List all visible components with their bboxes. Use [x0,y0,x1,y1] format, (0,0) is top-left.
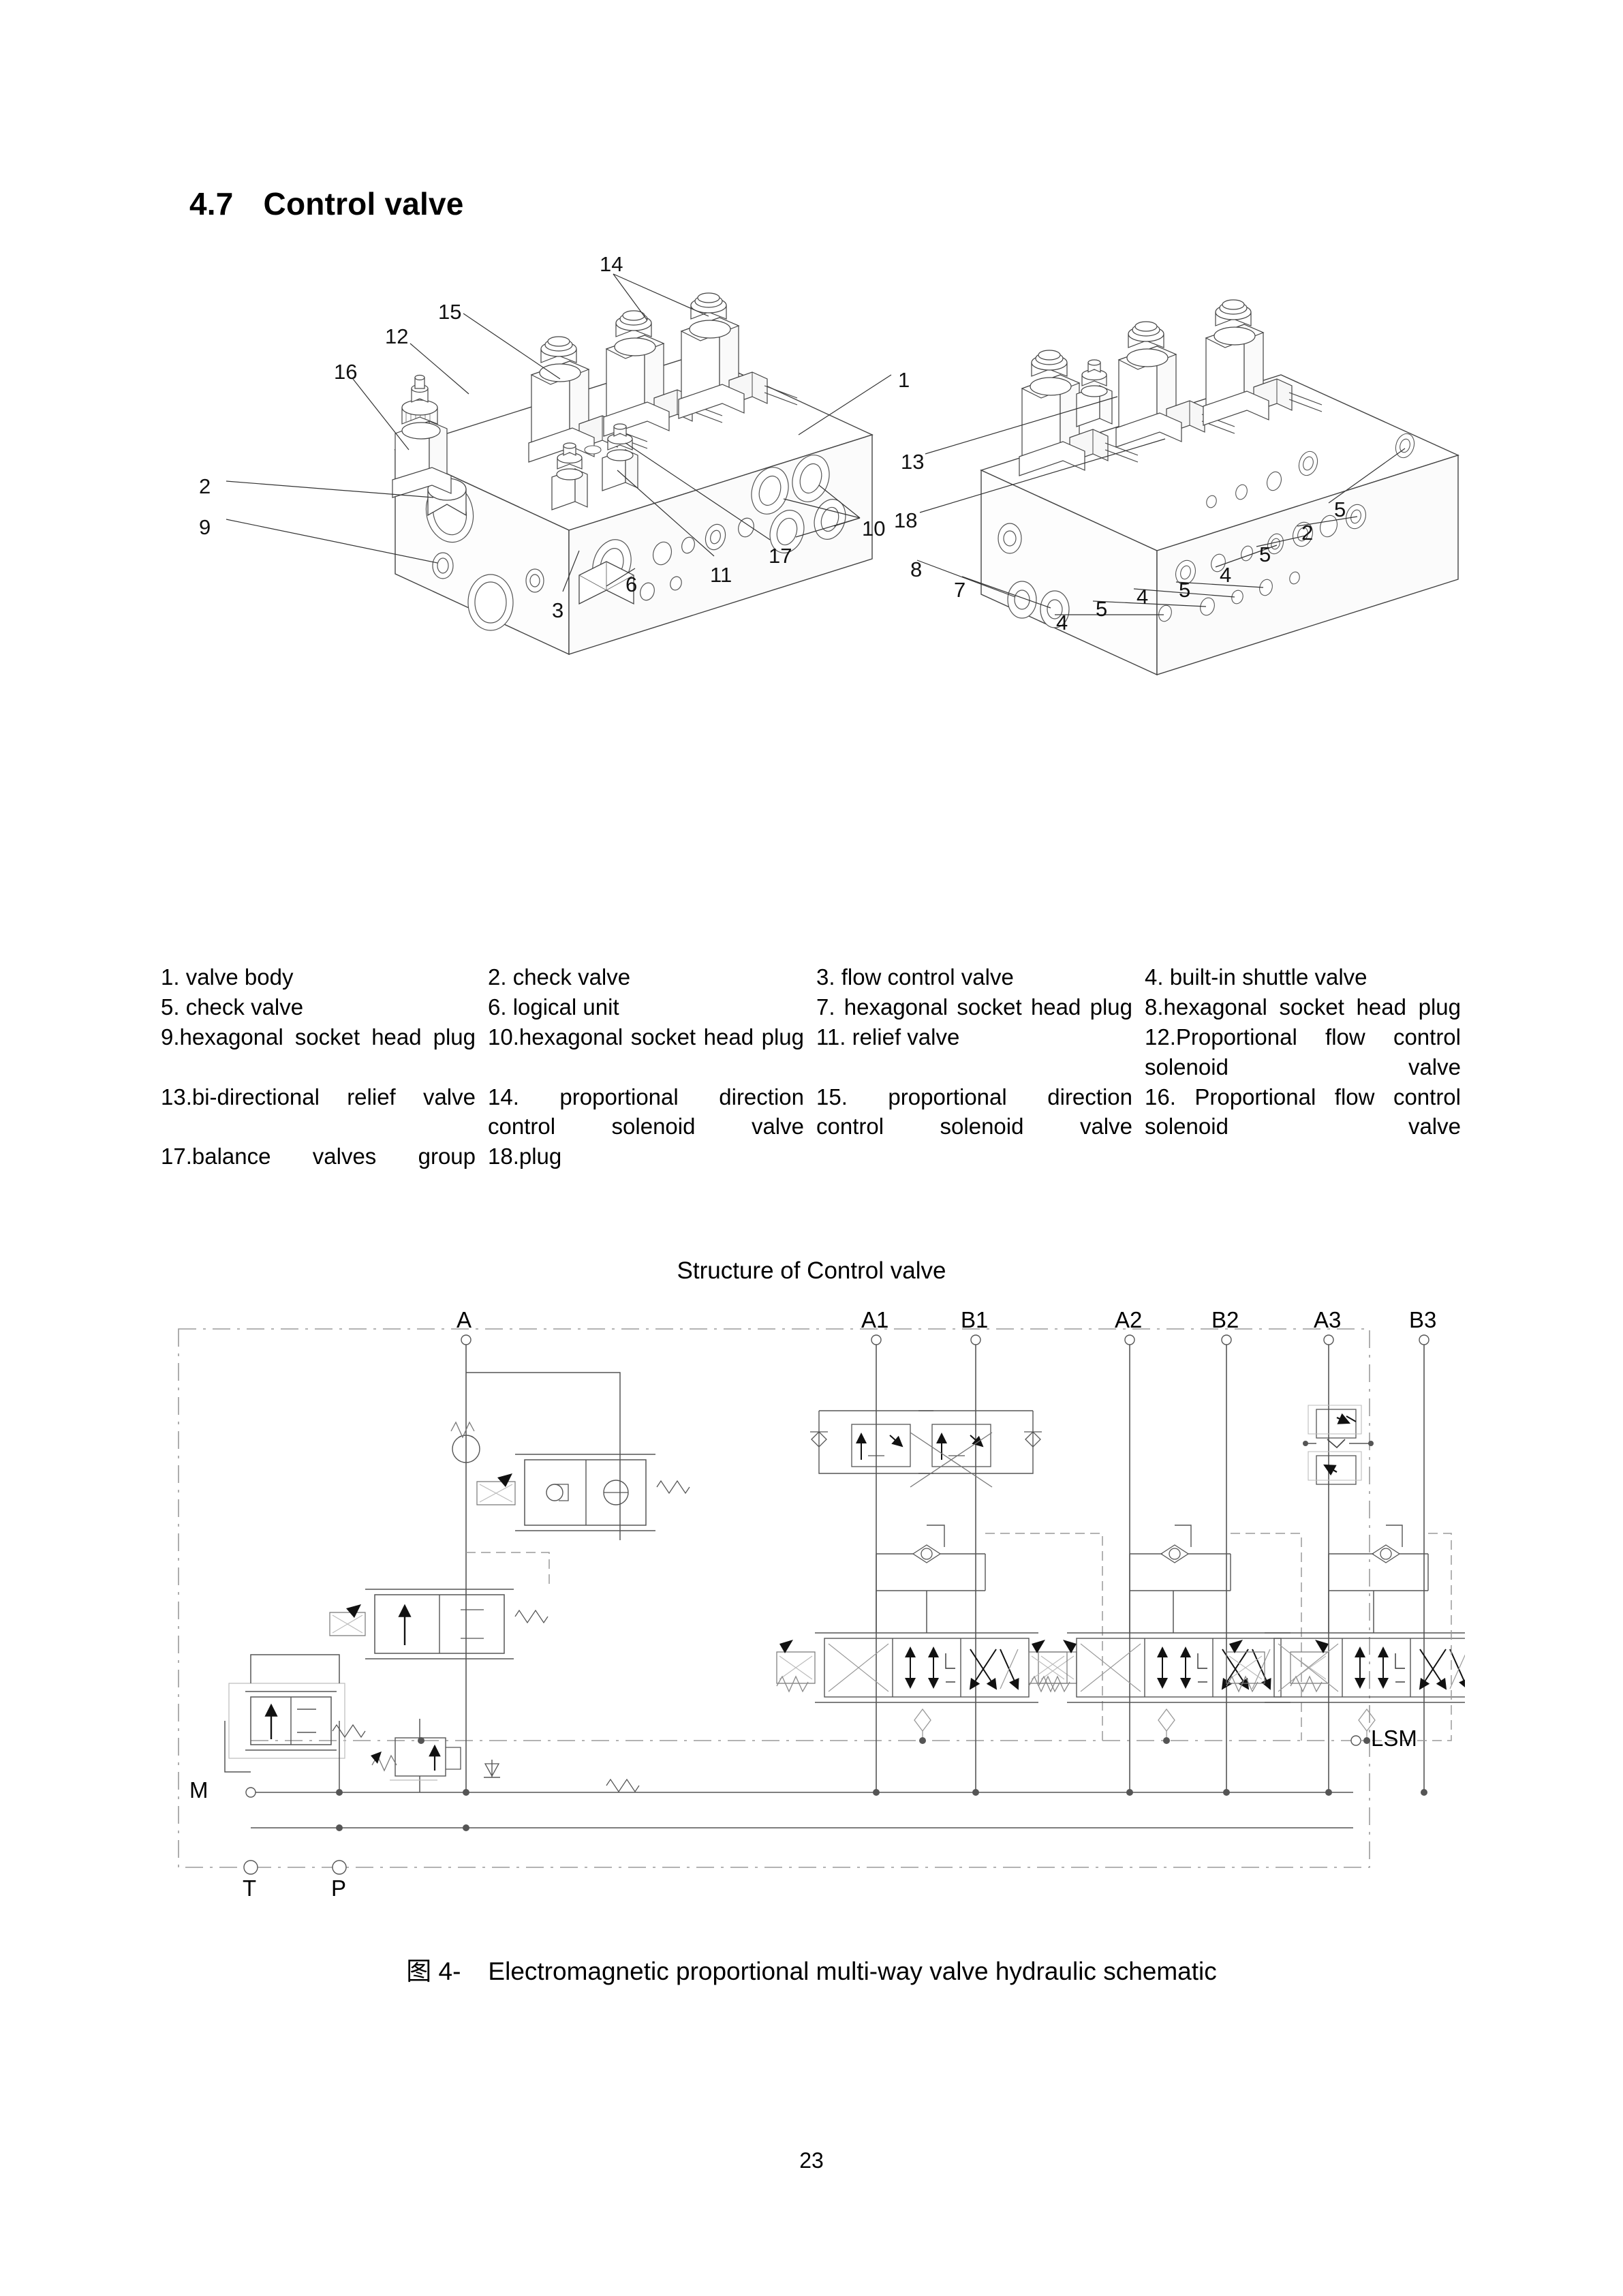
part-item-4: 4. built-in shuttle valve [1145,964,1367,990]
callout-5-a: 5 [1334,498,1346,521]
part-item-15: 15. proportional direction control solen… [816,1084,1132,1139]
callout-12: 12 [385,324,409,348]
figure-caption: 图 4- Electromagnetic proportional multi-w… [0,1950,1623,1987]
part-item-14: 14. proportional direction control solen… [488,1084,804,1139]
callout-17: 17 [769,544,792,568]
part-item-9: 9.hexagonal socket head plug [161,1024,476,1050]
callout-3: 3 [552,598,564,622]
part-item-10: 10.hexagonal socket head plug [488,1024,804,1050]
callout-14: 14 [600,252,623,276]
callout-5-b: 5 [1259,542,1271,566]
callout-13: 13 [901,450,925,474]
part-item-1: 1. valve body [161,964,294,990]
hydraulic-schematic: A A1 B1 A2 B2 A3 B3 LSM M T P [170,1308,1465,1942]
part-item-16: 16. Proportional flow control solenoid v… [1145,1084,1461,1139]
callout-11: 11 [710,563,732,587]
page-number: 23 [799,2148,824,2173]
callout-4-c: 4 [1056,611,1068,634]
parts-list: 1. valve body 2. check valve 3. flow con… [161,962,1473,1172]
callout-15: 15 [438,300,462,324]
control-valve-illustrations: 14 15 12 16 1 2 9 10 17 11 6 3 13 18 5 2… [170,245,1465,934]
callout-7: 7 [954,578,966,602]
part-item-3: 3. flow control valve [816,964,1014,990]
part-item-8: 8.hexagonal socket head plug [1145,994,1461,1020]
port-label-t: T [243,1876,257,1901]
callout-6: 6 [625,572,638,596]
part-item-5: 5. check valve [161,994,304,1020]
port-label-m: M [189,1777,208,1803]
callout-4-a: 4 [1220,563,1232,587]
callout-18: 18 [894,508,918,532]
callout-1: 1 [898,368,910,392]
section-title: Control valve [263,186,464,221]
port-label-b2: B2 [1211,1307,1239,1332]
part-item-18: 18.plug [488,1144,562,1169]
page-title: 4.7 Control valve [189,185,464,222]
port-label-p: P [331,1876,347,1901]
hydraulic-circuit-diagram [178,1328,1465,1875]
callout-2-right: 2 [1301,521,1314,545]
part-item-6: 6. logical unit [488,994,619,1020]
callout-8: 8 [910,557,923,581]
callout-4-b: 4 [1137,585,1149,609]
port-label-b1: B1 [961,1307,989,1332]
port-label-a3: A3 [1314,1307,1342,1332]
port-label-a1: A1 [861,1307,889,1332]
part-item-blank-b [1145,1142,1473,1172]
callout-16: 16 [334,360,358,384]
part-item-12: 12.Proportional flow control solenoid va… [1145,1024,1461,1080]
part-item-17: 17.balance valves group [161,1144,476,1169]
valve-assembly-drawing [226,273,1459,676]
part-item-blank-a [816,1142,1145,1172]
callout-9: 9 [199,515,211,539]
port-label-b3: B3 [1409,1307,1437,1332]
part-item-7: 7. hexagonal socket head plug [816,994,1132,1020]
figure-number: 图 4- [406,1957,461,1985]
port-label-a2: A2 [1115,1307,1143,1332]
callout-5-d: 5 [1096,597,1108,621]
part-item-11: 11. relief valve [816,1024,960,1050]
callout-2-left: 2 [199,474,211,498]
structure-caption: Structure of Control valve [677,1257,946,1284]
part-item-2: 2. check valve [488,964,631,990]
port-label-a: A [457,1307,472,1332]
callout-5-c: 5 [1179,578,1191,602]
section-number: 4.7 [189,186,234,221]
part-item-13: 13.bi-directional relief valve [161,1084,476,1109]
callout-10: 10 [862,517,886,540]
port-label-lsm: LSM [1371,1726,1417,1751]
figure-caption-text: Electromagnetic proportional multi-way v… [488,1957,1217,1985]
